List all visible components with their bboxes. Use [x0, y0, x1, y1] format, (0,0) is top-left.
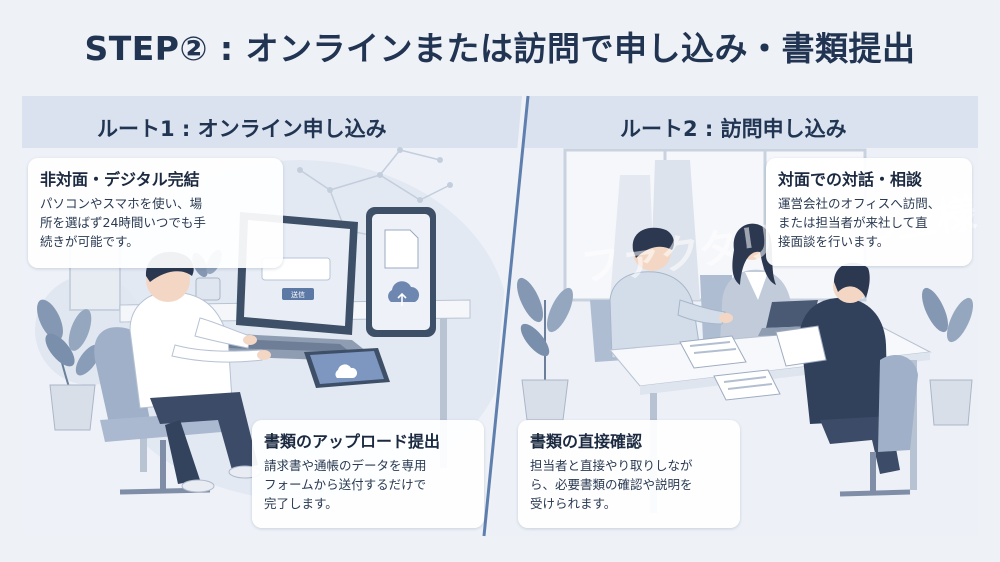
callout-body: 担当者と直接やり取りしなが ら、必要書類の確認や説明を 受けられます。: [530, 458, 693, 511]
phone-icon: [304, 348, 390, 388]
document-icon: [679, 335, 781, 401]
screen-button-label: 送信: [291, 290, 305, 299]
callout-face-to-face: 対面での対話・相談 運営会社のオフィスへ訪問、 または担当者が来社して直 接面談…: [766, 158, 972, 266]
page-title: STEP② : オンラインまたは訪問で申し込み・書類提出: [84, 29, 916, 68]
callout-body: パソコンやスマホを使い、場 所を選ばず24時間いつでも手 続きが可能です。: [40, 196, 206, 249]
callout-contactless: 非対面・デジタル完結 パソコンやスマホを使い、場 所を選ばず24時間いつでも手 …: [28, 158, 283, 268]
callout-upload: 書類のアップロード提出 請求書や通帳のデータを専用 フォームから送付するだけで …: [252, 420, 484, 528]
chair-icon: [839, 355, 918, 497]
callout-heading: 書類の直接確認: [530, 432, 643, 451]
callout-heading: 書類のアップロード提出: [264, 432, 441, 451]
consultant-man-icon: [609, 227, 733, 359]
callout-body: 運営会社のオフィスへ訪問、 または担当者が来社して直 接面談を行います。: [778, 196, 941, 249]
person-typing-icon: [129, 251, 271, 493]
client-man-icon: [775, 262, 900, 474]
plant-right-icon: [921, 287, 974, 426]
route-1-title: ルート1 : オンライン申し込み: [97, 117, 387, 141]
route-divider: [482, 95, 530, 537]
plant-icon: [37, 299, 101, 431]
tablet-icon: [366, 207, 436, 337]
plant-icon: [516, 277, 574, 421]
callout-direct-check: 書類の直接確認 担当者と直接やり取りしなが ら、必要書類の確認や説明を 受けられ…: [518, 420, 740, 528]
callout-body: 請求書や通帳のデータを専用 フォームから送付するだけで 完了します。: [264, 458, 427, 511]
callout-heading: 非対面・デジタル完結: [40, 170, 200, 189]
route-2-panel: ファクタリングの王様: [488, 96, 978, 536]
callout-heading: 対面での対話・相談: [778, 170, 923, 189]
route-2-title: ルート2 : 訪問申し込み: [620, 117, 847, 141]
